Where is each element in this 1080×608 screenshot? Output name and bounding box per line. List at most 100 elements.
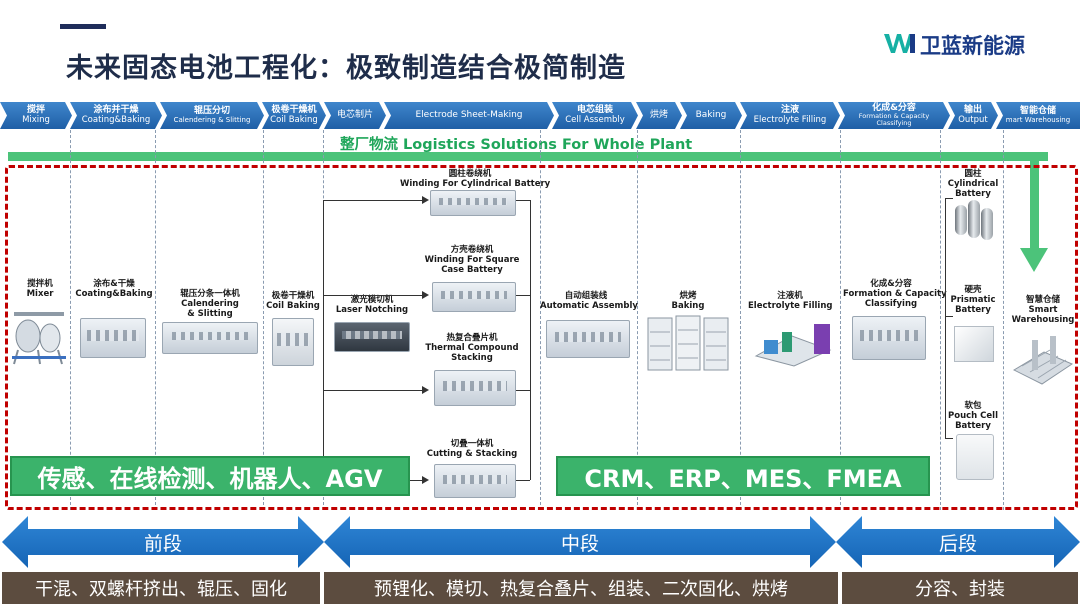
label-zh: 自动组装线 bbox=[564, 291, 608, 301]
cylindrical-cell-icon bbox=[981, 208, 993, 240]
bottom-front-processes: 干混、双螺杆挤出、辊压、固化 bbox=[2, 572, 320, 604]
step-output: 输出 Output bbox=[948, 102, 998, 129]
coil-baking-label: 极卷干燥机 Coil Baking bbox=[265, 291, 321, 312]
thermal-stacking-image bbox=[434, 370, 516, 406]
mixer-label: 搅拌机 Mixer bbox=[12, 279, 68, 300]
electrolyte-filling-label: 注液机 Electrolyte Filling bbox=[748, 291, 833, 312]
step-baking-zh: 烘烤 bbox=[636, 102, 682, 129]
step-coating: 涂布并干燥 Coating&Baking bbox=[70, 102, 162, 129]
step-electrolyte-filling: 注液 Electrolyte Filling bbox=[740, 102, 840, 129]
label-en: Winding For Cylindrical Battery bbox=[400, 178, 551, 189]
step-text: 电芯制片 bbox=[336, 109, 373, 120]
merge-connector bbox=[516, 480, 530, 481]
stage-middle-arrow: 中段 bbox=[324, 516, 836, 568]
laser-notching-label: 激光模切机 Laser Notching bbox=[332, 295, 412, 316]
label-en: Coil Baking bbox=[266, 300, 320, 311]
label-zh: 方壳卷绕机 bbox=[450, 245, 494, 255]
label-en: Battery bbox=[955, 304, 991, 315]
formation-label: 化成&分容 Formation & Capacity Classifying bbox=[843, 279, 947, 309]
label-zh: 激光模切机 bbox=[350, 295, 394, 305]
winding-square-label: 方壳卷绕机 Winding For Square Case Battery bbox=[420, 245, 524, 275]
step-zh: 电芯组装 bbox=[576, 105, 613, 116]
column-divider bbox=[263, 130, 264, 510]
step-en: Mixing bbox=[22, 114, 50, 125]
winding-cylindrical-image bbox=[430, 190, 516, 216]
label-en: Battery bbox=[955, 188, 991, 199]
label-en: Laser Notching bbox=[335, 304, 409, 315]
label-en: Formation & Capacity bbox=[843, 288, 947, 299]
branch-arrow-icon bbox=[422, 196, 429, 204]
column-divider bbox=[637, 130, 638, 510]
plant-boundary-frame bbox=[5, 165, 1078, 510]
step-en: Coil Baking bbox=[270, 114, 318, 125]
column-divider bbox=[155, 130, 156, 510]
label-zh: 化成&分容 bbox=[870, 279, 912, 289]
step-electrode-sheet: 电芯制片 bbox=[324, 102, 386, 129]
label-en: Cylindrical bbox=[947, 178, 999, 189]
label-en: Cutting & Stacking bbox=[426, 448, 518, 459]
label-zh: 注液机 bbox=[777, 291, 803, 301]
bottom-middle-processes: 预锂化、模切、热复合叠片、组装、二次固化、烘烤 bbox=[324, 572, 838, 604]
cylindrical-cell-icon bbox=[955, 205, 967, 235]
label-zh: 圆柱 bbox=[964, 169, 982, 179]
label-en: Electrolyte Filling bbox=[748, 300, 833, 311]
stage-front-label: 前段 bbox=[143, 532, 182, 555]
label-en: Smart bbox=[1028, 304, 1058, 315]
coating-machine-image bbox=[80, 318, 146, 358]
step-zh: 智能仓储 bbox=[1019, 106, 1056, 117]
label-en: Baking bbox=[671, 300, 705, 311]
warehouse-label: 智慧仓储 Smart Warehousing bbox=[1008, 295, 1078, 325]
step-coil-baking: 极卷干燥机 Coil Baking bbox=[262, 102, 326, 129]
step-en: mart Warehousing bbox=[1005, 115, 1071, 124]
warehouse-image bbox=[1010, 330, 1076, 390]
label-zh: 软包 bbox=[964, 401, 982, 411]
title-accent-bar bbox=[60, 24, 106, 29]
branch-arrow-icon bbox=[422, 386, 429, 394]
calender-machine-image bbox=[162, 322, 258, 354]
output-connector bbox=[945, 316, 953, 317]
label-en: Thermal Compound bbox=[425, 342, 519, 353]
column-divider bbox=[1003, 130, 1004, 510]
branch-arrow-icon bbox=[422, 291, 429, 299]
label-en: Battery bbox=[955, 420, 991, 431]
step-zh: 化成&分容 bbox=[872, 102, 916, 113]
assembly-label: 自动组装线 Automatic Assembly bbox=[540, 291, 638, 312]
pouch-battery-label: 软包 Pouch Cell Battery bbox=[944, 401, 1002, 431]
label-en: Winding For Square bbox=[424, 254, 520, 265]
step-text: 烘烤 bbox=[649, 109, 668, 120]
label-en: Classifying bbox=[864, 298, 918, 309]
label-en: Automatic Assembly bbox=[540, 300, 638, 311]
logistics-arrow-down bbox=[1030, 152, 1039, 250]
column-divider bbox=[540, 130, 541, 510]
step-zh: 搅拌 bbox=[26, 105, 45, 116]
cylindrical-battery-label: 圆柱 Cylindrical Battery bbox=[944, 169, 1002, 199]
branch-line bbox=[323, 200, 324, 480]
step-text: Baking bbox=[695, 109, 727, 120]
electrolyte-filling-image bbox=[752, 316, 834, 368]
step-zh: 输出 bbox=[963, 105, 982, 116]
step-en: Electrolyte Filling bbox=[753, 114, 827, 125]
assembly-line-image bbox=[546, 320, 630, 358]
step-en: Calendering & Slitting bbox=[173, 115, 251, 124]
label-zh: 热复合叠片机 bbox=[446, 333, 498, 343]
label-zh: 极卷干燥机 bbox=[271, 291, 315, 301]
step-warehousing: 智能仓储 mart Warehousing bbox=[996, 102, 1080, 129]
bottom-back-processes: 分容、封装 bbox=[842, 572, 1078, 604]
step-cell-assembly: 电芯组装 Cell Assembly bbox=[552, 102, 638, 129]
logo-text: 卫蓝新能源 bbox=[920, 34, 1025, 58]
merge-connector bbox=[516, 200, 530, 201]
column-divider bbox=[740, 130, 741, 510]
label-zh: 涂布&干燥 bbox=[93, 279, 135, 289]
step-zh: 涂布并干燥 bbox=[93, 105, 139, 116]
laser-notching-machine-image bbox=[334, 322, 410, 352]
step-en: Output bbox=[958, 114, 988, 125]
label-en: Coating&Baking bbox=[75, 288, 153, 299]
step-electrode-sheet-en: Electrode Sheet-Making bbox=[384, 102, 554, 129]
stage-back-arrow: 后段 bbox=[836, 516, 1080, 568]
step-calendering: 辊压分切 Calendering & Slitting bbox=[160, 102, 264, 129]
label-en: Mixer bbox=[26, 288, 54, 299]
page-title: 未来固态电池工程化：极致制造结合极简制造 bbox=[66, 53, 626, 84]
pouch-cell-icon bbox=[956, 434, 994, 480]
prismatic-cell-icon bbox=[954, 326, 994, 362]
cutting-stacking-label: 切叠一体机 Cutting & Stacking bbox=[420, 439, 524, 460]
